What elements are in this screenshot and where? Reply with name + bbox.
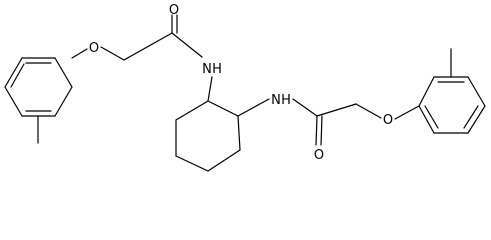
left-linker bbox=[71, 14, 213, 102]
right-tolyl-ring bbox=[418, 48, 486, 134]
left-amide-hydrogen: H bbox=[212, 62, 222, 77]
cyclohexane-ring bbox=[175, 100, 241, 172]
right-amide-nitrogen: N bbox=[271, 93, 281, 108]
right-ether-oxygen: O bbox=[383, 113, 393, 128]
left-amide-nitrogen: N bbox=[202, 62, 212, 77]
right-carbonyl-oxygen: O bbox=[314, 148, 324, 163]
right-linker bbox=[237, 98, 420, 146]
left-carbonyl-oxygen: O bbox=[169, 3, 179, 18]
left-ether-oxygen: O bbox=[89, 41, 99, 56]
right-amide-hydrogen: H bbox=[281, 93, 291, 108]
left-tolyl-ring bbox=[4, 57, 73, 144]
structure-diagram: O O N H N H O O bbox=[4, 3, 486, 172]
